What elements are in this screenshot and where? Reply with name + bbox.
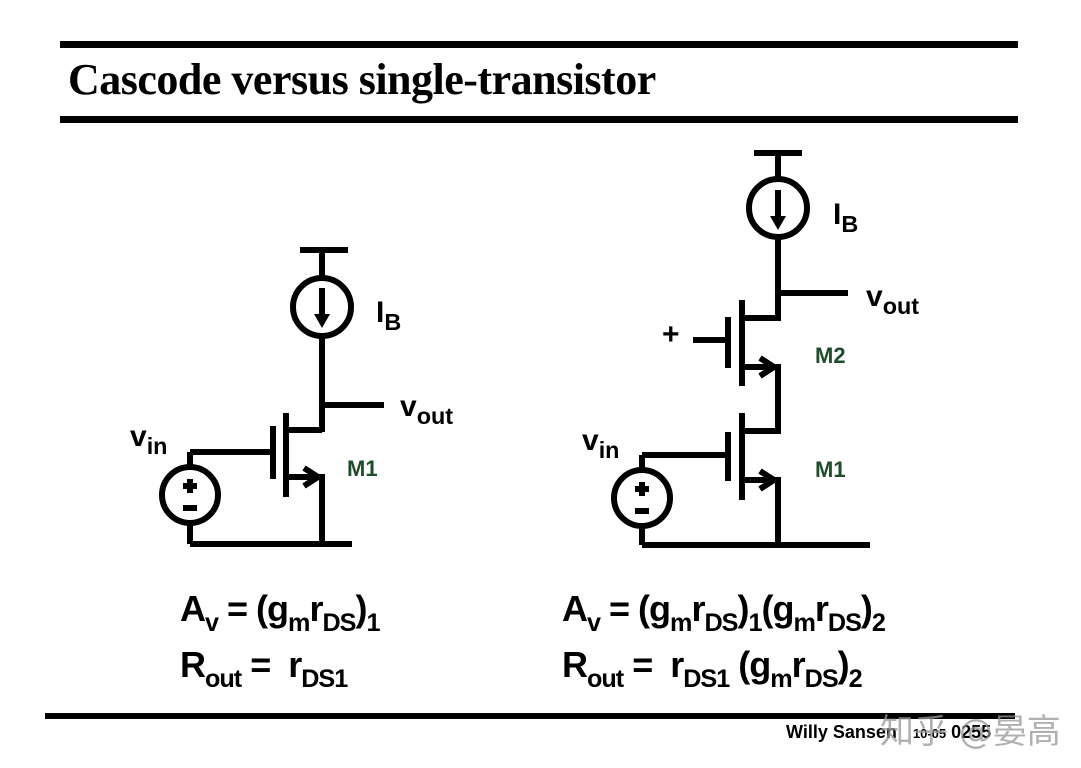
m2-source-arrow-icon — [758, 355, 780, 379]
slide-title: Cascode versus single-transistor — [68, 55, 656, 104]
right-gain-equation: Av = (gmrDS)1(gmrDS)2 — [562, 588, 886, 638]
left-ib-label: IB — [376, 296, 402, 336]
right-rout-equation: Rout = rDS1 (gmrDS)2 — [562, 644, 863, 694]
left-rout-equation: Rout = rDS1 — [180, 644, 348, 694]
left-gain-equation: Av = (gmrDS)1 — [180, 588, 380, 638]
right-voltage-source — [611, 467, 673, 529]
left-vin-label: vin — [130, 420, 168, 460]
left-source-arrow-icon — [302, 465, 324, 489]
left-current-arrowhead-icon — [314, 314, 330, 328]
watermark: 知乎 @晏高 — [880, 712, 1061, 752]
right-vout-label: vout — [866, 280, 920, 320]
right-m1-label: M1 — [815, 457, 846, 482]
footer-author: Willy Sansen — [786, 722, 897, 742]
m2-gate-bias-label: + — [662, 318, 680, 351]
right-vin-label: vin — [582, 424, 620, 464]
left-voltage-source — [159, 464, 221, 526]
right-circuit — [611, 150, 870, 548]
right-m2-label: M2 — [815, 343, 846, 368]
footer-page: 0255 — [951, 722, 992, 742]
right-current-arrowhead-icon — [770, 216, 786, 230]
left-circuit — [159, 247, 384, 547]
right-ib-label: IB — [833, 198, 859, 238]
footer-code: 10-05 — [912, 726, 947, 741]
left-m1-label: M1 — [347, 456, 378, 481]
left-vout-label: vout — [400, 390, 454, 430]
title-underline — [60, 116, 1018, 123]
bottom-rule — [45, 713, 1015, 719]
footer: Willy Sansen 10-05 0255 — [786, 722, 991, 743]
top-rule — [60, 41, 1018, 48]
m1-source-arrow-icon — [758, 468, 780, 492]
